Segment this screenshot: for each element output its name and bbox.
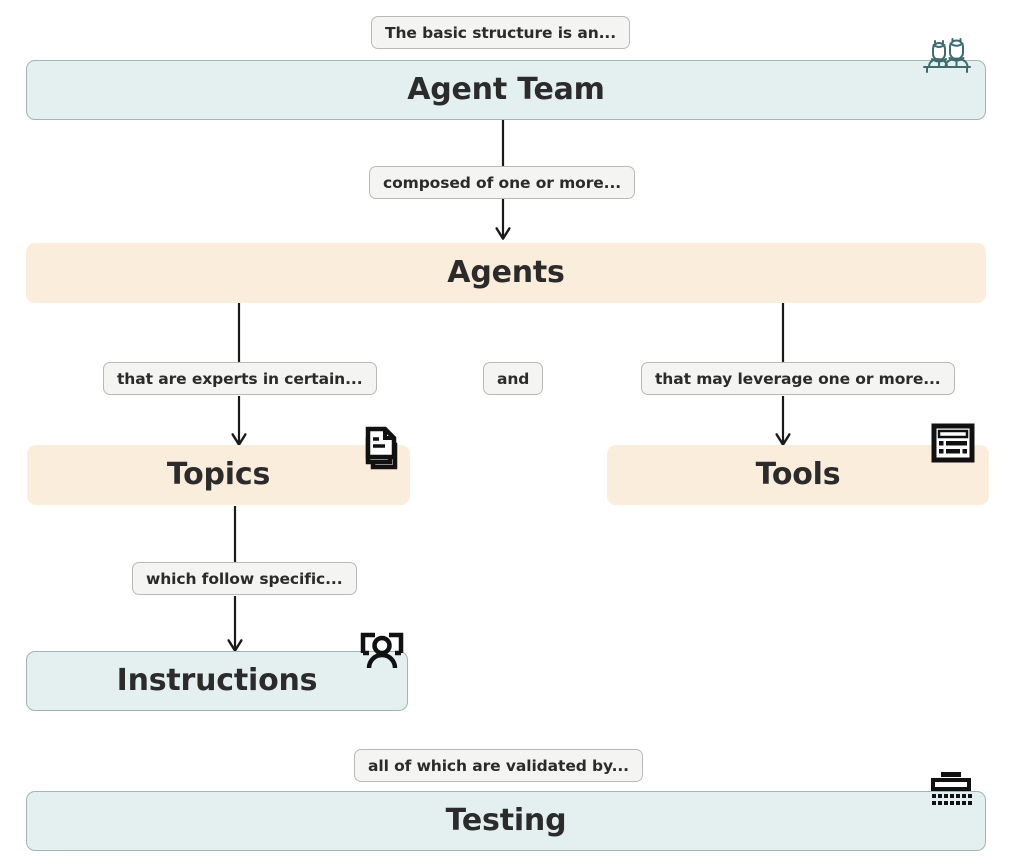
person-frame-icon — [358, 630, 406, 676]
node-tools[interactable]: Tools — [607, 445, 989, 505]
edge-label-composed-of: composed of one or more... — [369, 166, 636, 199]
node-instructions[interactable]: Instructions — [26, 651, 408, 711]
node-tools-label: Tools — [755, 457, 841, 493]
node-testing[interactable]: Testing — [26, 791, 986, 851]
node-instructions-label: Instructions — [116, 663, 318, 699]
node-topics-label: Topics — [166, 457, 271, 493]
node-agents[interactable]: Agents — [26, 243, 986, 303]
edge-label-experts-in: that are experts in certain... — [103, 362, 377, 395]
form-window-icon — [930, 420, 976, 466]
edge-label-text: The basic structure is an... — [385, 23, 616, 42]
team-people-icon — [920, 36, 974, 74]
edge-label-text: that are experts in certain... — [117, 369, 363, 388]
edge-label-text: that may leverage one or more... — [655, 369, 941, 388]
edge-label-text: and — [497, 369, 530, 388]
node-agent-team-label: Agent Team — [407, 72, 605, 108]
edge-label-follow-specific: which follow specific... — [132, 562, 357, 595]
documents-icon — [362, 423, 410, 473]
node-agents-label: Agents — [447, 255, 565, 291]
edge-label-basic-structure: The basic structure is an... — [371, 16, 630, 49]
edge-label-text: composed of one or more... — [383, 173, 622, 192]
edge-label-leverage: that may leverage one or more... — [641, 362, 955, 395]
edge-label-validated-by: all of which are validated by... — [354, 749, 643, 782]
edge-label-text: all of which are validated by... — [368, 756, 629, 775]
node-testing-label: Testing — [445, 803, 567, 839]
edge-label-and: and — [483, 362, 544, 395]
edge-label-text: which follow specific... — [146, 569, 343, 588]
keyboard-checklist-icon — [925, 770, 977, 814]
node-topics[interactable]: Topics — [27, 445, 410, 505]
node-agent-team[interactable]: Agent Team — [26, 60, 986, 120]
